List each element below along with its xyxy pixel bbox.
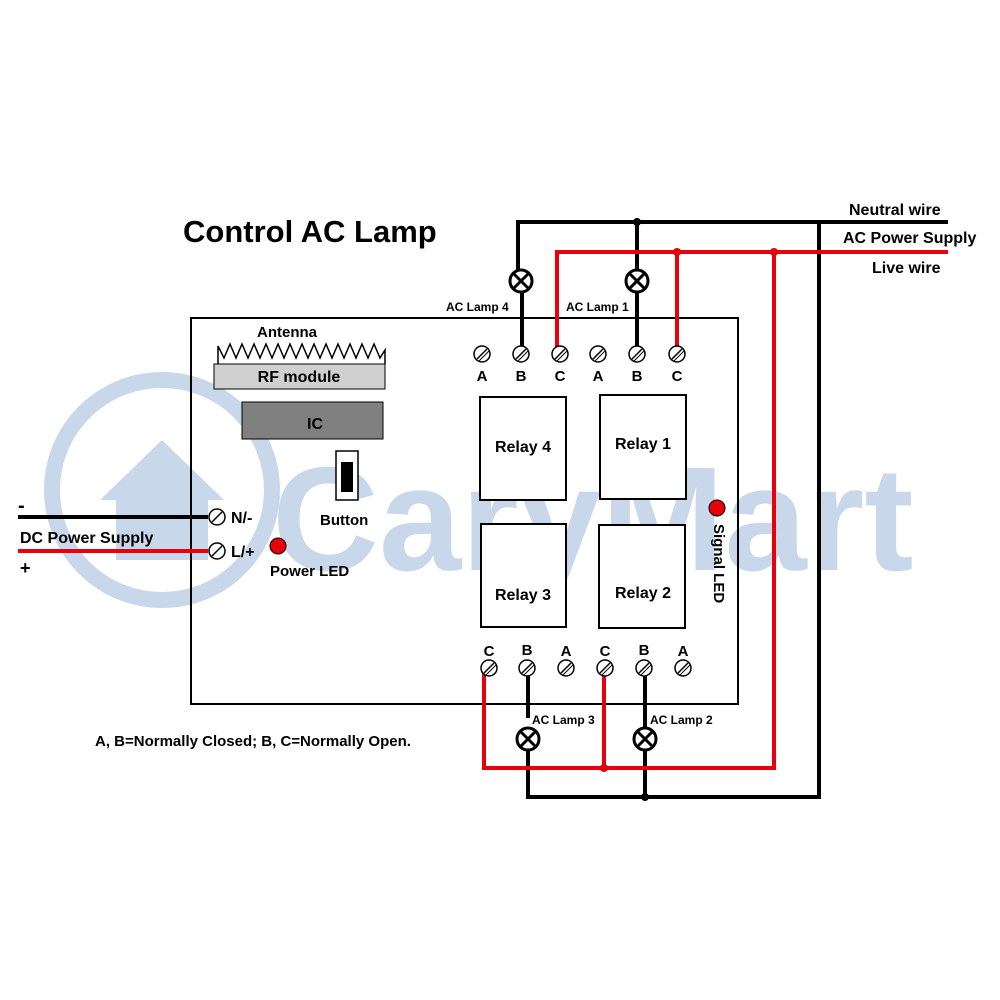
signal-led-icon (708, 499, 726, 517)
neutral-wire-label: Neutral wire (849, 202, 941, 219)
top-terminal-label: A (593, 368, 604, 385)
relay-4 (479, 396, 567, 501)
terminal-screw-icon (480, 659, 498, 677)
live-wiring (482, 250, 948, 770)
lamp-3-label: AC Lamp 3 (532, 713, 595, 727)
antenna-icon (217, 342, 386, 364)
power-led-icon (269, 537, 287, 555)
l-terminal-label: L/+ (231, 544, 255, 561)
dc-power-supply-label: DC Power Supply (20, 530, 153, 547)
neutral-junctions (633, 218, 649, 801)
relay-3-label: Relay 3 (495, 587, 551, 604)
top-terminal-label: A (477, 368, 488, 385)
contact-note: A, B=Normally Closed; B, C=Normally Open… (95, 733, 411, 750)
terminal-screw-icon (551, 345, 569, 363)
n-terminal-screw-icon (208, 508, 226, 526)
watermark-text: CaryMart (272, 437, 914, 602)
live-junctions (600, 248, 778, 772)
terminal-screw-icon (674, 659, 692, 677)
relay-4-label: Relay 4 (495, 439, 551, 456)
live-wire-label: Live wire (872, 260, 941, 277)
bottom-terminal-label: A (561, 643, 572, 660)
relay-3 (480, 523, 567, 628)
button-switch (341, 462, 353, 492)
watermark-house-icon (100, 440, 224, 560)
antenna-label: Antenna (257, 324, 318, 341)
watermark: CaryMart (44, 372, 914, 608)
lamp-4-label: AC Lamp 4 (446, 300, 509, 314)
lamp-1-label: AC Lamp 1 (566, 300, 629, 314)
controller-board (190, 317, 739, 705)
top-terminal-label: B (632, 368, 643, 385)
terminal-screw-icon (596, 659, 614, 677)
top-terminal-label: C (555, 368, 566, 385)
signal-led-label: Signal LED (710, 524, 727, 603)
dc-minus-label: - (18, 495, 25, 517)
lamp-4-icon (508, 268, 534, 294)
relay-2-label: Relay 2 (615, 585, 671, 602)
bottom-terminal-label: A (678, 643, 689, 660)
neutral-wiring (516, 220, 948, 799)
lamp-2-icon (632, 726, 658, 752)
terminal-screw-icon (635, 659, 653, 677)
terminal-screw-icon (473, 345, 491, 363)
dc-plus-label: + (20, 558, 31, 578)
power-led-label: Power LED (270, 563, 349, 580)
relay-2 (598, 524, 686, 629)
terminal-screw-icon (557, 659, 575, 677)
lamp-2-label: AC Lamp 2 (650, 713, 713, 727)
bottom-terminal-label: B (522, 642, 533, 659)
ac-power-supply-label: AC Power Supply (843, 230, 976, 247)
relay-1 (599, 394, 687, 500)
top-terminal-label: B (516, 368, 527, 385)
rf-module-label: RF module (258, 369, 341, 386)
l-terminal-screw-icon (208, 542, 226, 560)
terminal-screw-icon (589, 345, 607, 363)
ic-chip (241, 401, 384, 440)
relay-1-label: Relay 1 (615, 436, 671, 453)
watermark-logo-ring (44, 372, 280, 608)
n-terminal-label: N/- (231, 510, 252, 527)
lamp-3-icon (515, 726, 541, 752)
bottom-terminal-label: C (484, 643, 495, 660)
terminal-screw-icon (628, 345, 646, 363)
diagram-title: Control AC Lamp (183, 214, 437, 249)
terminal-screw-icon (518, 659, 536, 677)
terminal-screw-icon (668, 345, 686, 363)
bottom-terminal-block (480, 659, 692, 677)
top-terminal-block (473, 345, 686, 363)
terminal-screw-icon (512, 345, 530, 363)
lamp-1-icon (624, 268, 650, 294)
bottom-terminal-label: C (600, 643, 611, 660)
top-terminal-label: C (672, 368, 683, 385)
button-label: Button (320, 512, 368, 529)
bottom-terminal-label: B (639, 642, 650, 659)
ic-label: IC (307, 416, 323, 433)
rf-module (213, 363, 386, 390)
